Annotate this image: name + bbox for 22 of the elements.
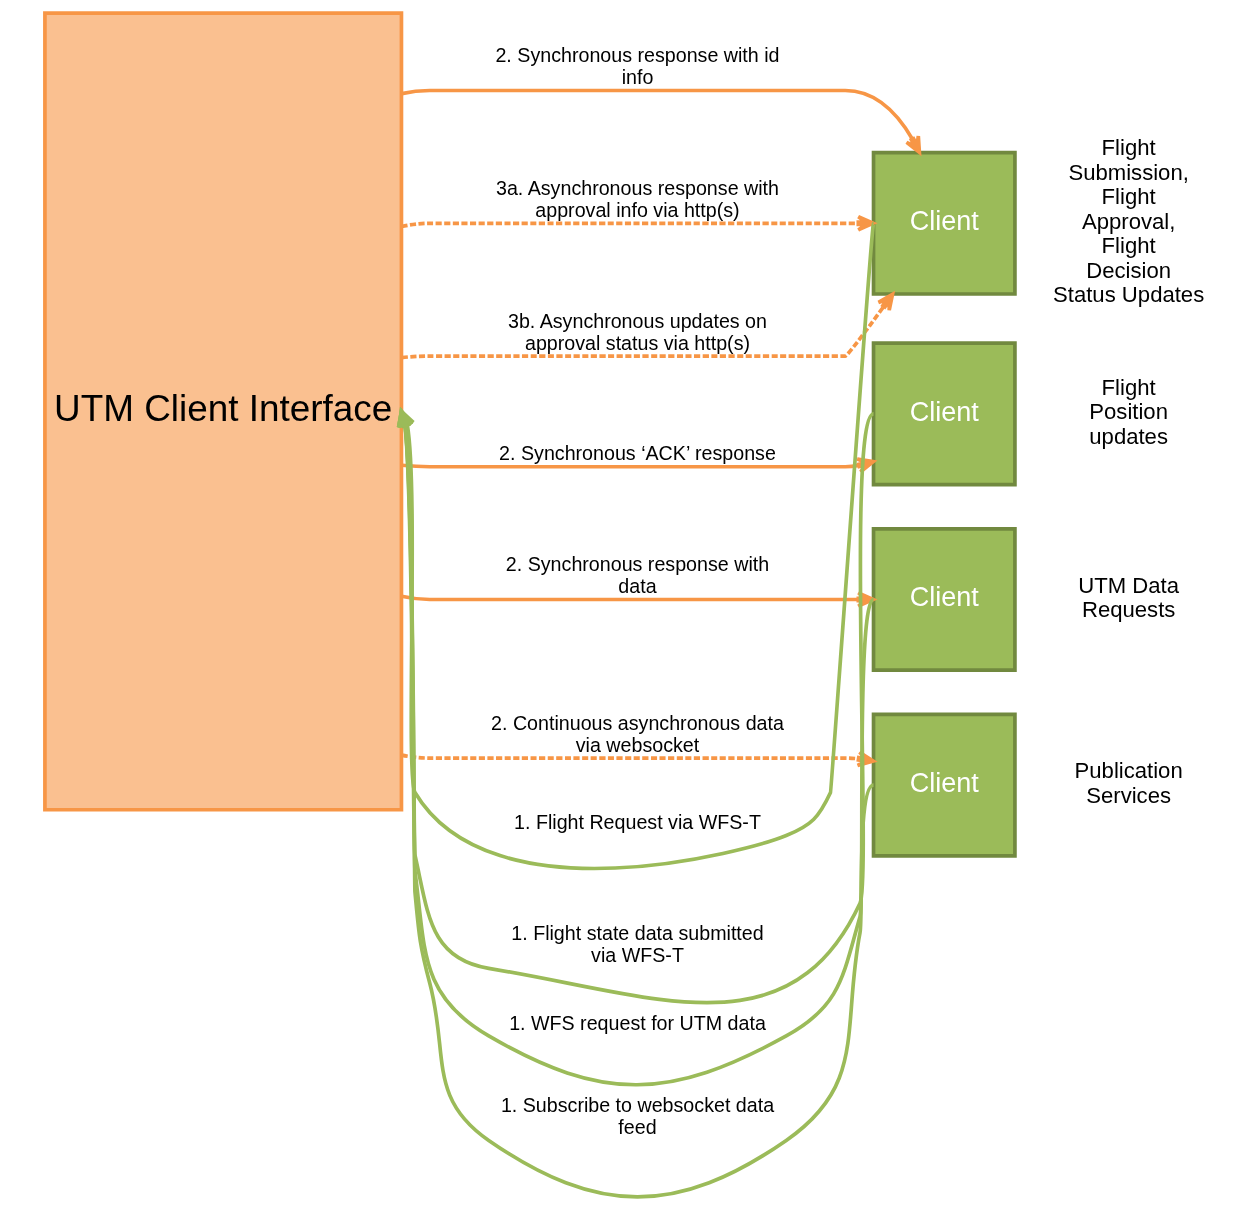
edge-label: 2. Synchronous response with data bbox=[505, 552, 770, 598]
arrow bbox=[401, 214, 875, 232]
edge-label: 3b. Asynchronous updates on approval status via http(s) bbox=[507, 309, 767, 354]
node-box: Client bbox=[871, 341, 1017, 487]
node-label: Flight Position updates bbox=[1089, 374, 1168, 449]
node-box: Client bbox=[871, 150, 1017, 296]
node-label: UTM Data Requests bbox=[1078, 572, 1180, 623]
node-box: UTM Client Interface bbox=[43, 11, 404, 812]
arrow bbox=[401, 88, 922, 155]
edge-label: 3a. Asynchronous response with approval info via http(s) bbox=[495, 176, 779, 221]
edge-label: 2. Synchronous response with id info bbox=[495, 44, 780, 89]
node-box: Client bbox=[871, 526, 1017, 673]
node-label: Flight Submission, Flight Approval, Flight Decision Status Updates bbox=[1053, 134, 1205, 308]
edge-label: 1. Flight Request via WFS-T bbox=[514, 811, 761, 834]
arrow bbox=[401, 292, 895, 360]
edge-label: 1. WFS request for UTM data bbox=[509, 1011, 766, 1034]
node-label: Publication Services bbox=[1074, 758, 1183, 808]
edge-label: 2. Synchronous ‘ACK’ response bbox=[499, 442, 776, 465]
edge-label: 2. Continuous asynchronous data via websocket bbox=[491, 711, 784, 756]
edge-label: 1. Flight state data submitted via WFS-T bbox=[511, 921, 764, 966]
node-box: Client bbox=[871, 712, 1017, 858]
edge-label: 1. Subscribe to websocket data feed bbox=[500, 1093, 775, 1139]
